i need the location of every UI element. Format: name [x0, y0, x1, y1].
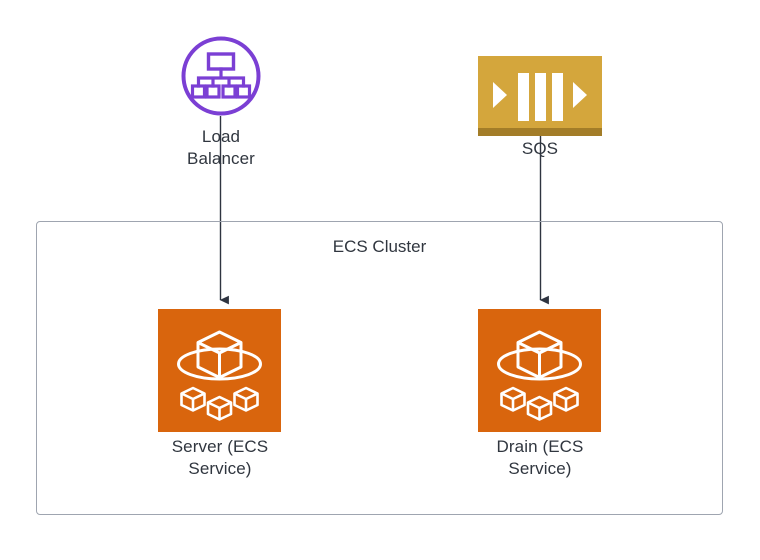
drain-service-label: Drain (ECS Service)	[496, 437, 584, 478]
ecs-cluster-group[interactable]	[36, 221, 723, 515]
server-service-label: Server (ECS Service)	[171, 437, 269, 478]
load-balancer-node[interactable]	[181, 36, 261, 116]
ecs-cluster-label: ECS Cluster	[332, 237, 427, 256]
sqs-queue-icon	[478, 56, 602, 136]
load-balancer-label: Load Balancer	[187, 127, 255, 168]
load-balancer-icon	[181, 36, 261, 116]
ecs-service-icon	[158, 309, 281, 432]
sqs-label: SQS	[521, 139, 559, 158]
sqs-node[interactable]	[478, 56, 602, 136]
drain-service-node[interactable]	[478, 309, 601, 432]
ecs-service-icon	[478, 309, 601, 432]
server-service-node[interactable]	[158, 309, 281, 432]
